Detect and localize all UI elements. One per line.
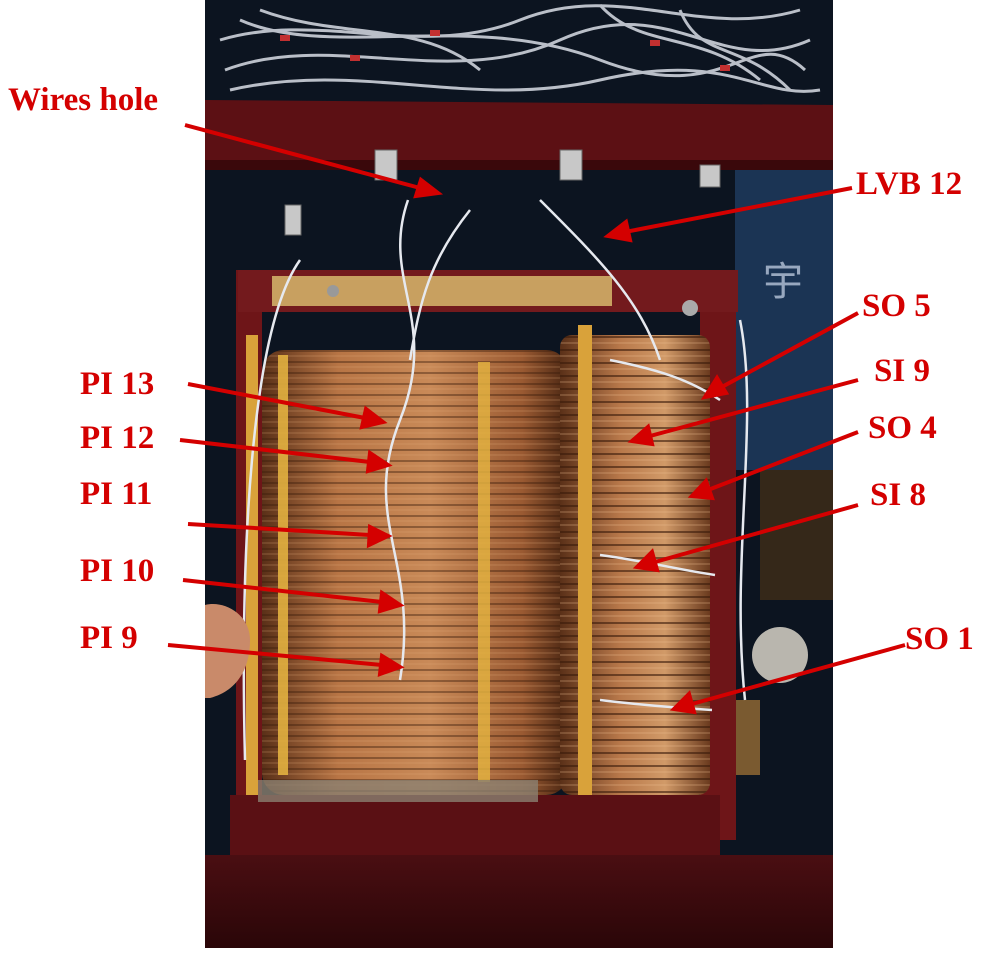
base-board [258,780,538,802]
arrow-lvb-12 [624,186,853,234]
shelf [760,470,833,600]
label-pi-9: PI 9 [80,620,138,656]
primary-coil [262,350,568,795]
arrow-si-9 [649,378,859,438]
yoke-bolt [327,285,339,297]
arrow-pi-13 [187,382,366,420]
top-plate [205,100,833,165]
arrow-so-5 [719,311,859,390]
top-plate-edge [205,160,833,170]
label-pi-13: PI 13 [80,366,155,402]
label-pi-10: PI 10 [80,553,155,589]
arrow-so-4 [707,430,859,492]
sensing-wires [242,199,749,761]
arrow-pi-9 [167,643,383,667]
right-insulation-rod [578,325,592,800]
background-signage: 宇 [763,259,803,305]
arrow-so-1 [691,643,906,706]
wall-panel [735,170,833,470]
left-insulation-rod [246,335,258,795]
yoke-bolt [682,300,698,316]
label-wires-hole: Wires hole [8,82,159,118]
label-si-8: SI 8 [870,477,926,513]
wire-bundle [219,4,821,93]
label-so-1: SO 1 [905,621,974,657]
secondary-coil [560,335,710,795]
label-si-9: SI 9 [874,353,930,389]
base-frame [230,795,720,855]
bushings [284,149,721,236]
label-so-4: SO 4 [868,410,937,446]
floor [205,855,833,948]
annotation-arrows [167,123,906,715]
label-lvb-12: LVB 12 [856,166,963,202]
label-so-5: SO 5 [862,288,931,324]
arrow-si-8 [654,503,859,564]
label-pi-11: PI 11 [80,476,153,512]
arrow-pi-11 [187,522,371,537]
wooden-yoke-block [272,276,612,306]
wire-tags [280,30,730,71]
arrow-pi-12 [179,438,371,464]
label-pi-12: PI 12 [80,420,155,456]
spool [752,627,808,683]
arrow-wires-hole [184,123,421,190]
arrow-pi-10 [182,578,383,604]
